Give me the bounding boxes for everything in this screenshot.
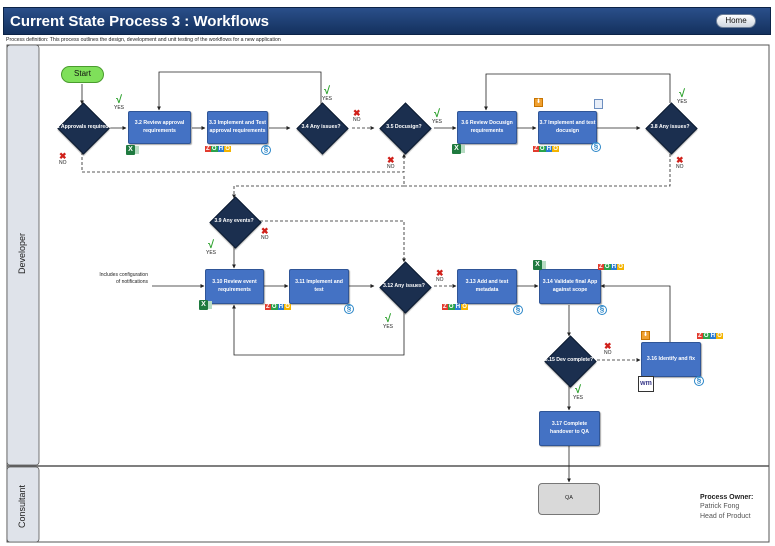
yes-label: √YES xyxy=(432,108,443,126)
process-owner: Process Owner: Patrick Fong Head of Prod… xyxy=(700,493,753,521)
connector xyxy=(232,185,404,199)
decision-3-5[interactable]: 3.5 Docusign? xyxy=(386,124,422,131)
excel-icon: X xyxy=(533,260,546,270)
swirl-icon: § xyxy=(694,376,704,386)
qa-node[interactable]: QA xyxy=(538,483,600,515)
connector xyxy=(600,284,671,342)
excel-icon: X xyxy=(199,300,212,310)
no-label: ✖NO xyxy=(387,155,395,171)
no-label: ✖NO xyxy=(604,341,612,357)
owner-heading: Process Owner: xyxy=(700,494,754,501)
owner-role: Head of Product xyxy=(700,512,751,520)
yes-label: √YES xyxy=(114,94,125,112)
no-label: ✖NO xyxy=(676,155,684,171)
yes-label: √YES xyxy=(573,384,584,402)
decision-3-15[interactable]: 3.15 Dev complete? xyxy=(544,357,594,364)
decision-3-4[interactable]: 3.4 Any issues? xyxy=(301,124,341,131)
process-3-3[interactable]: 3.3 Implement and Test approval requirem… xyxy=(207,111,268,144)
consultant-lane-label: Consultant xyxy=(17,484,27,528)
connector xyxy=(484,73,671,111)
decision-3-9[interactable]: 3.9 Any events? xyxy=(214,218,254,225)
connector xyxy=(260,220,406,263)
swirl-icon: § xyxy=(513,305,523,315)
yes-label: √YES xyxy=(677,88,688,106)
page-title: Current State Process 3 : Workflows xyxy=(10,13,269,30)
swirl-icon: § xyxy=(591,142,601,152)
swirl-icon: § xyxy=(597,305,607,315)
process-3-11[interactable]: 3.11 Implement and test xyxy=(289,269,349,304)
swirl-icon: § xyxy=(261,145,271,155)
download-icon: ⬇ xyxy=(534,98,543,107)
process-3-14[interactable]: 3.14 Validate final App against scope xyxy=(539,269,601,304)
excel-icon: X xyxy=(452,144,465,154)
connector xyxy=(232,304,405,356)
download-icon: ⬇ xyxy=(641,331,650,340)
process-3-7[interactable]: 3.7 Implement and test docusign xyxy=(538,111,597,144)
start-node[interactable]: Start xyxy=(61,66,104,83)
no-label: ✖NO xyxy=(353,108,361,124)
process-3-6[interactable]: 3.6 Review Docusign requirements xyxy=(457,111,517,144)
document-icon xyxy=(594,99,603,109)
no-label: ✖NO xyxy=(261,226,269,242)
swirl-icon: § xyxy=(344,304,354,314)
consultant-lane-header xyxy=(6,466,40,543)
excel-icon: X xyxy=(126,145,139,155)
annotation-note: Includes configuration of notifications xyxy=(99,272,148,285)
home-button[interactable]: Home xyxy=(716,14,756,28)
connector xyxy=(81,152,406,173)
decision-3-1[interactable]: 3.1 Approvals required? xyxy=(52,124,112,131)
process-3-10[interactable]: 3.10 Review event requirements xyxy=(205,269,264,304)
connector xyxy=(403,153,671,187)
decision-3-12[interactable]: 3.12 Any issues? xyxy=(383,283,425,290)
process-3-13[interactable]: 3.13 Add and test metadata xyxy=(457,269,517,304)
owner-name: Patrick Fong xyxy=(700,503,740,511)
developer-lane-header xyxy=(6,44,40,466)
process-3-17[interactable]: 3.17 Complete handover to QA xyxy=(539,411,600,446)
process-3-2[interactable]: 3.2 Review approval requirements xyxy=(128,111,191,144)
process-3-16[interactable]: 3.16 Identify and fix xyxy=(641,342,701,377)
workflow-logo-icon: wm xyxy=(638,376,654,392)
connector xyxy=(157,71,322,111)
yes-label: √YES xyxy=(383,313,394,331)
no-label: ✖NO xyxy=(436,268,444,284)
yes-label: √YES xyxy=(206,239,217,257)
no-label: ✖NO xyxy=(59,151,67,167)
developer-lane-label: Developer xyxy=(17,232,27,274)
process-definition: Process definition: This process outline… xyxy=(6,37,281,43)
page-header: Current State Process 3 : Workflows Home xyxy=(3,7,771,35)
yes-label: √YES xyxy=(322,85,333,103)
decision-3-8[interactable]: 3.8 Any issues? xyxy=(650,124,690,131)
